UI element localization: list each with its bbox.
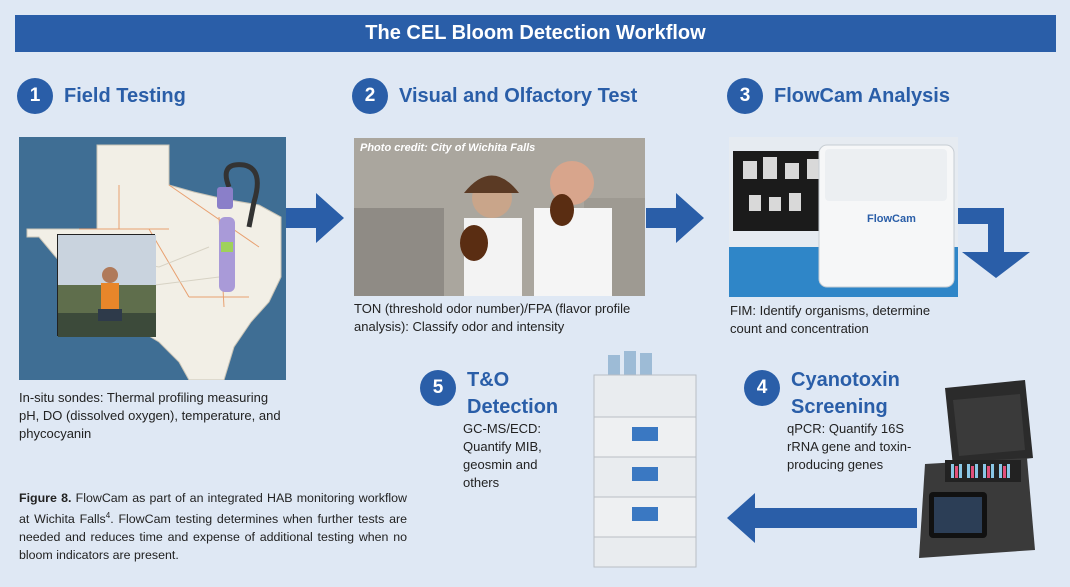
figure-label: Figure 8. bbox=[19, 491, 72, 505]
arrow-right-icon bbox=[286, 193, 344, 243]
workflow-title-banner: The CEL Bloom Detection Workflow bbox=[15, 15, 1056, 52]
step-1-caption: In-situ sondes: Thermal profiling measur… bbox=[19, 390, 281, 441]
step-1-title: Field Testing bbox=[64, 84, 186, 107]
workflow-title: The CEL Bloom Detection Workflow bbox=[365, 22, 706, 44]
step-3-header: 3 FlowCam Analysis bbox=[727, 78, 950, 114]
step-5-caption: GC-MS/ECD: Quantify MIB, geosmin and oth… bbox=[463, 421, 542, 490]
olfactory-test-photo: Photo credit: City of Wichita Falls bbox=[354, 138, 645, 296]
step-4-title-line-1: Cyanotoxin bbox=[791, 369, 900, 391]
flowcam-instrument-photo: FlowCam bbox=[729, 137, 958, 297]
sonde-device-image bbox=[199, 157, 269, 302]
arrow-down-icon bbox=[958, 208, 1030, 278]
flowcam-device-label: FlowCam bbox=[867, 213, 916, 225]
step-5-title: T&O Detection bbox=[467, 367, 558, 421]
step-3-title: FlowCam Analysis bbox=[774, 84, 950, 107]
step-4-caption: qPCR: Quantify 16S rRNA gene and toxin-p… bbox=[787, 421, 912, 472]
field-worker-photo bbox=[57, 234, 156, 337]
figure-caption: Figure 8. FlowCam as part of an integrat… bbox=[19, 489, 407, 564]
arrow-left-icon bbox=[727, 493, 917, 543]
step-2-header: 2 Visual and Olfactory Test bbox=[352, 78, 637, 114]
gc-ms-instrument-photo bbox=[590, 347, 700, 569]
photo-credit: Photo credit: City of Wichita Falls bbox=[360, 142, 536, 154]
step-4-number-badge: 4 bbox=[744, 370, 780, 406]
step-3-caption: FIM: Identify organisms, determine count… bbox=[730, 303, 931, 336]
step-1-number-badge: 1 bbox=[17, 78, 53, 114]
qpcr-instrument-photo bbox=[915, 380, 1037, 562]
figure-caption-text-2: . FlowCam testing determines when furthe… bbox=[19, 512, 407, 563]
step-4-title: Cyanotoxin Screening bbox=[791, 367, 900, 421]
figure-caption-superscript: 4 bbox=[105, 511, 111, 520]
step-2-number-badge: 2 bbox=[352, 78, 388, 114]
step-2-caption: TON (threshold odor number)/FPA (flavor … bbox=[354, 301, 631, 334]
step-3-number-badge: 3 bbox=[727, 78, 763, 114]
step-5-number-badge: 5 bbox=[420, 370, 456, 406]
texas-map-image bbox=[19, 137, 286, 380]
step-4-header: 4 Cyanotoxin Screening bbox=[744, 367, 900, 421]
step-4-title-line-2: Screening bbox=[791, 396, 888, 418]
step-5-header: 5 T&O Detection bbox=[420, 367, 558, 421]
step-2-title: Visual and Olfactory Test bbox=[399, 84, 638, 107]
step-5-title-line-2: Detection bbox=[467, 396, 559, 418]
arrow-right-icon bbox=[646, 193, 704, 243]
figure-caption-text-1: FlowCam as part of an integrated HAB mon… bbox=[19, 491, 408, 527]
step-5-title-line-1: T&O bbox=[467, 369, 510, 391]
step-1-header: 1 Field Testing bbox=[17, 78, 186, 114]
